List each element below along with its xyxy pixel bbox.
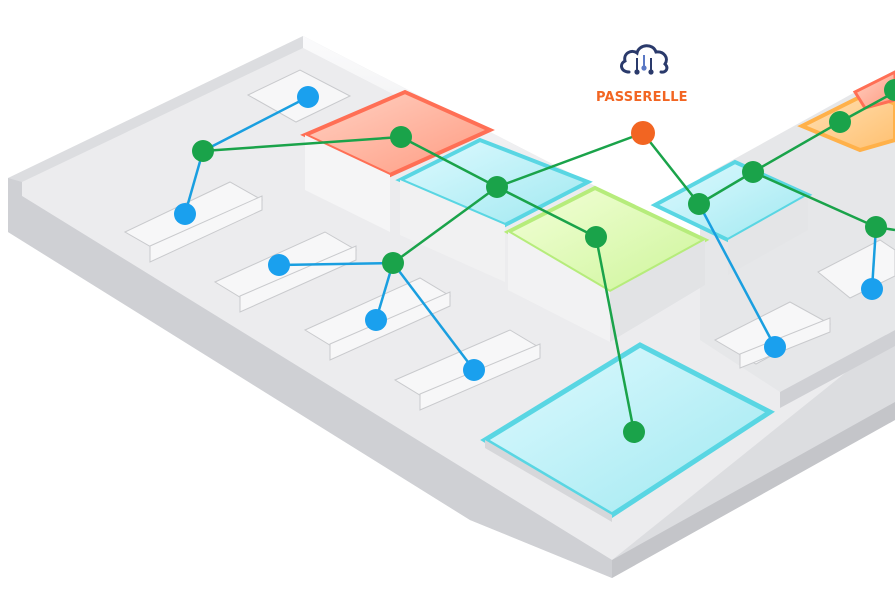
mesh-node — [382, 252, 404, 274]
end-device-node — [268, 254, 290, 276]
end-device-node — [861, 278, 883, 300]
end-device-node — [463, 359, 485, 381]
mesh-node — [486, 176, 508, 198]
end-device-links — [183, 95, 878, 371]
mesh-nodes — [192, 79, 895, 443]
link-mesh-2 — [400, 135, 498, 189]
mesh-node — [884, 79, 895, 101]
gateway-label: PASSERELLE — [596, 90, 688, 105]
room-cyan-right — [650, 159, 813, 275]
link-end-1 — [202, 95, 309, 153]
link-mesh-1 — [202, 135, 402, 153]
link-mesh-5 — [392, 185, 498, 265]
link-mesh-9 — [752, 120, 841, 174]
link-mesh-4 — [496, 185, 597, 239]
mesh-node — [742, 161, 764, 183]
mesh-node — [623, 421, 645, 443]
mesh-node — [192, 140, 214, 162]
mesh-node — [865, 216, 887, 238]
mesh-node — [829, 111, 851, 133]
mesh-node — [688, 193, 710, 215]
end-device-node — [174, 203, 196, 225]
link-end-6 — [697, 203, 777, 348]
end-device-node — [764, 336, 786, 358]
mesh-node — [390, 126, 412, 148]
mesh-node — [585, 226, 607, 248]
cloud-network-icon — [620, 44, 669, 75]
end-device-node — [365, 309, 387, 331]
gateway-node — [631, 121, 655, 145]
mesh-links — [202, 90, 895, 433]
link-mesh-11 — [752, 170, 877, 229]
end-device-nodes — [174, 86, 883, 381]
link-mesh-7 — [642, 132, 700, 205]
link-mesh-3 — [496, 131, 644, 189]
link-mesh-6 — [594, 236, 636, 433]
link-end-3 — [278, 261, 394, 267]
end-device-node — [297, 86, 319, 108]
link-end-5 — [392, 262, 475, 371]
